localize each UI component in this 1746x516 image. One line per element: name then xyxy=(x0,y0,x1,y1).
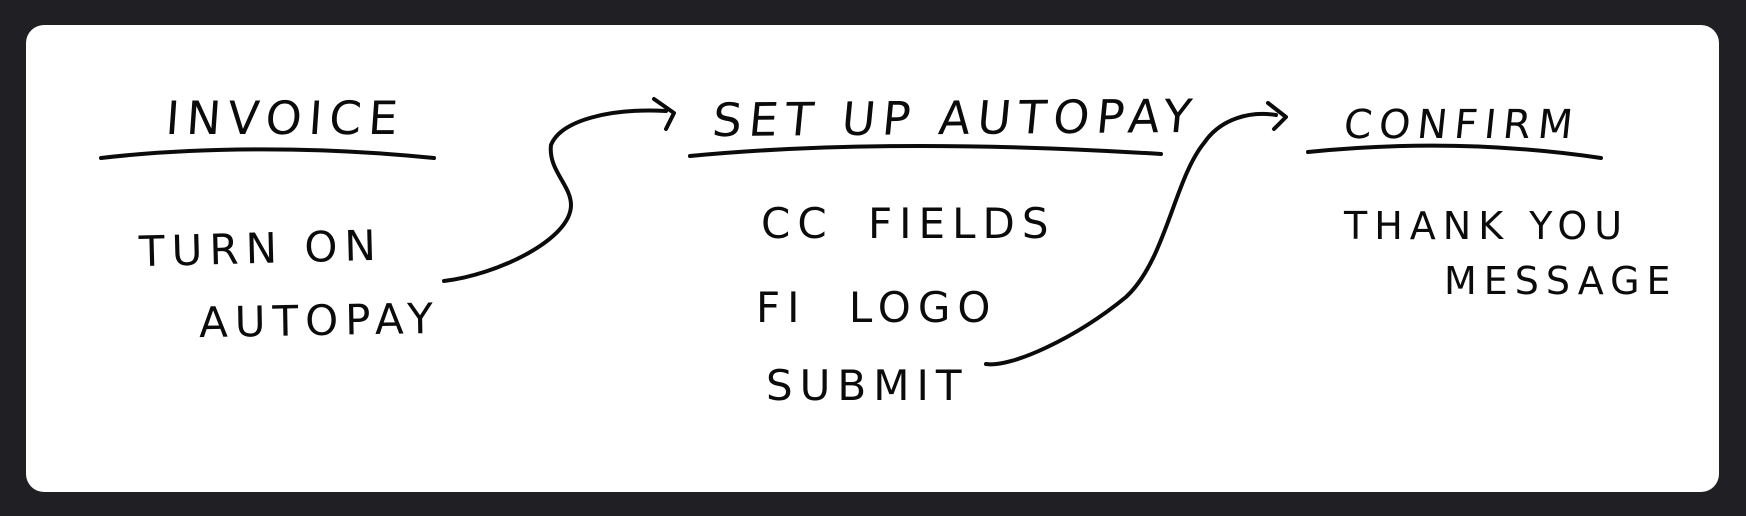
confirm-item-thank-you: THANK YOU xyxy=(1344,204,1630,248)
setup-autopay-underline xyxy=(688,144,1163,158)
arrow-invoice-to-setup-head xyxy=(652,97,676,131)
arrow-submit-to-confirm xyxy=(984,111,1278,367)
arrow-submit-to-confirm-head xyxy=(1266,101,1288,131)
setup-item-submit: SUBMIT xyxy=(766,361,969,410)
invoice-underline xyxy=(99,147,436,160)
sketch-strokes xyxy=(99,97,1603,367)
confirm-underline xyxy=(1306,143,1603,160)
confirm-item-message: MESSAGE xyxy=(1444,259,1678,303)
whiteboard-canvas: INVOICE TURN ON AUTOPAY SET UP AUTOPAY C… xyxy=(26,25,1719,492)
setup-item-fi-logo: FI LOGO xyxy=(756,283,998,332)
setup-item-cc-fields: CC FIELDS xyxy=(761,199,1056,248)
arrow-invoice-to-setup xyxy=(442,108,668,283)
